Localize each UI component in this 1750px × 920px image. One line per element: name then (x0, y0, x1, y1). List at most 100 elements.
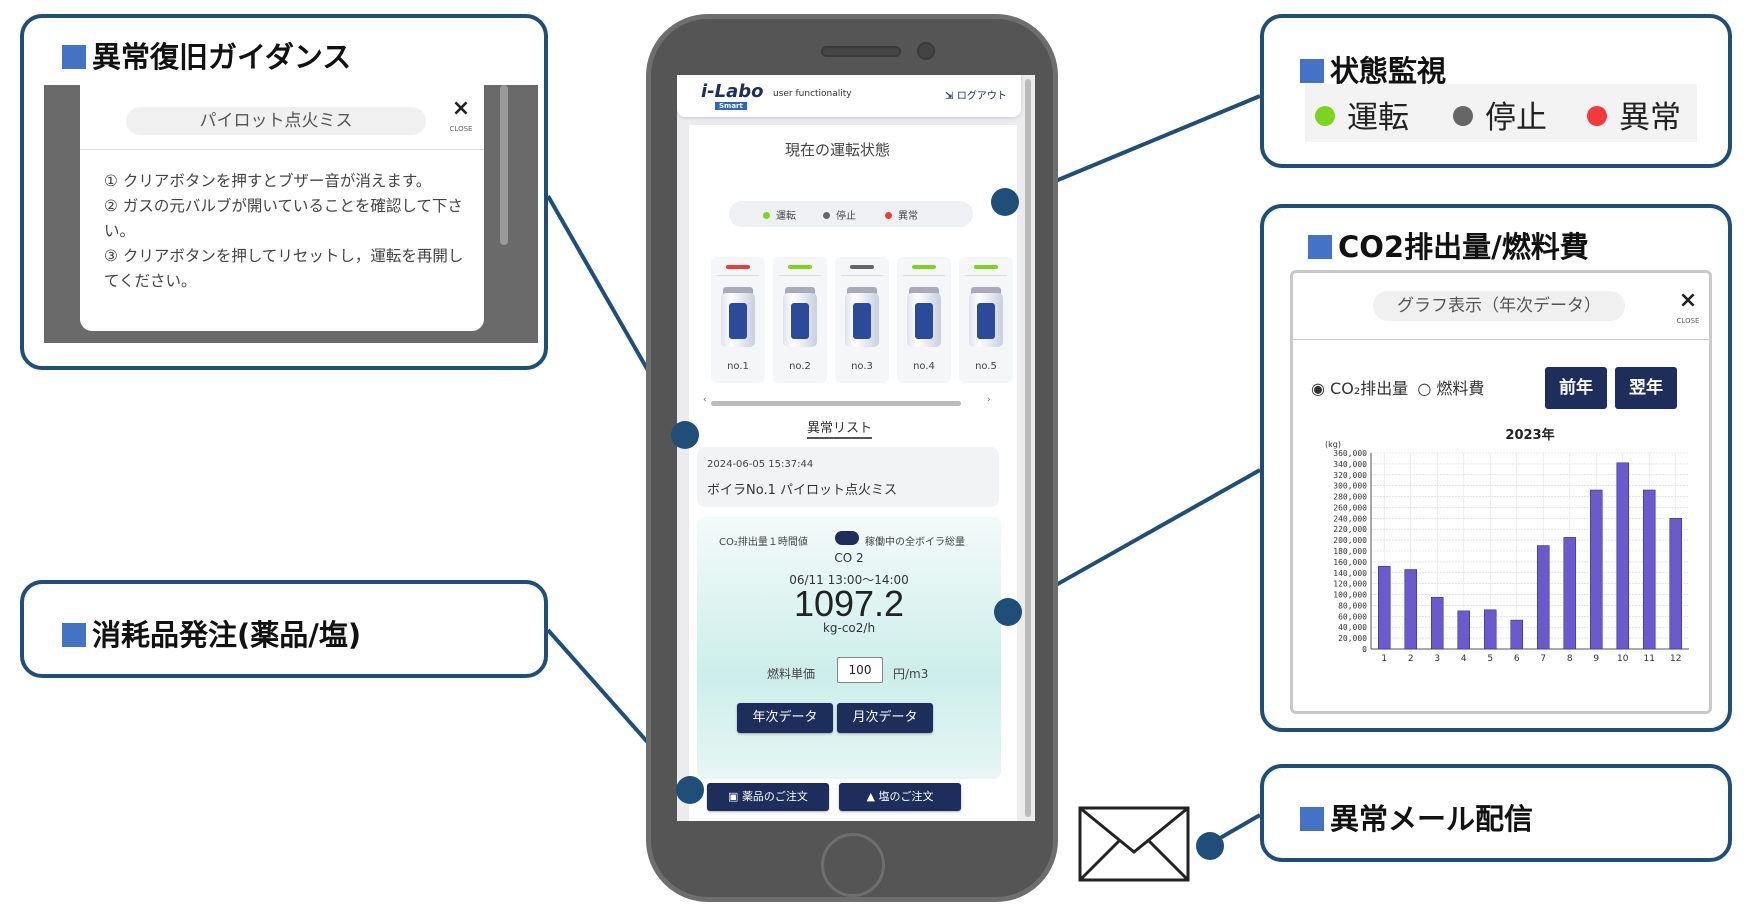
envelope-icon (1078, 806, 1190, 882)
prev-year-button[interactable]: 前年 (1545, 367, 1607, 409)
bar-month-6 (1510, 619, 1524, 650)
header-tagline: user functionality (773, 89, 852, 99)
alarm-timestamp: 2024-06-05 15:37:44 (707, 459, 814, 470)
co2-bar-chart: 2023年(kg)020,00040,00060,00080,000100,00… (1325, 427, 1689, 664)
logout-link[interactable]: ⇲ ログアウト (945, 91, 1007, 102)
status-title: 現在の運転状態 (785, 141, 891, 159)
x-tick-label: 2 (1408, 654, 1414, 664)
boiler-name: no.2 (789, 361, 811, 372)
x-tick-label: 1 (1381, 654, 1387, 664)
y-tick-label: 280,000 (1333, 493, 1367, 502)
fuel-radio[interactable]: ○ 燃料費 (1417, 379, 1485, 398)
bar-month-9 (1589, 489, 1603, 650)
co2-unit: kg-co2/h (822, 621, 876, 635)
boiler-icon (785, 287, 815, 297)
boiler-card-5[interactable]: no.5 (959, 257, 1013, 383)
boiler-status-bar (788, 265, 812, 269)
guidance-callout: 異常復旧ガイダンス パイロット点火ミス × CLOSE ① クリアボタンを押すと… (20, 14, 548, 370)
order-chemicals-button[interactable]: ▣ 薬品のご注文 (707, 783, 829, 811)
co2-hourly-caption: CO₂排出量１時間値 (719, 537, 808, 548)
x-tick-label: 5 (1487, 654, 1493, 664)
consumables-callout-title: 消耗品発注(薬品/塩) (62, 612, 361, 654)
boiler-image (907, 293, 941, 347)
connector-dot-mail (1196, 832, 1224, 860)
y-tick-label: 300,000 (1333, 482, 1367, 491)
boiler-card-3[interactable]: no.3 (835, 257, 889, 383)
boiler-name: no.1 (727, 361, 749, 372)
guidance-step-3: ③ クリアボタンを押してリセットし，運転を再開してください。 (104, 247, 464, 290)
annual-data-button[interactable]: 年次データ (737, 703, 833, 733)
co2-card: CO₂排出量１時間値 稼働中の全ボイラ総量 CO 2 06/11 13:00〜1… (697, 517, 1001, 779)
bar-month-4 (1457, 610, 1471, 650)
monthly-data-button[interactable]: 月次データ (837, 703, 933, 733)
connector-dot-status (991, 188, 1019, 216)
legend-stopped: 停止 (823, 207, 856, 222)
bar-month-1 (1377, 565, 1391, 650)
running-dot-icon (1315, 106, 1335, 126)
app-header: i-Labo Smart user functionality ⇲ ログアウト (677, 75, 1021, 117)
x-tick-label: 6 (1514, 654, 1520, 664)
order-salt-button[interactable]: ▲ 塩のご注文 (839, 783, 961, 811)
bar-month-5 (1483, 609, 1497, 650)
bar-month-10 (1616, 462, 1630, 650)
graph-modal-title: グラフ表示（年次データ） (1373, 291, 1625, 321)
y-tick-label: 180,000 (1333, 547, 1367, 556)
y-tick-label: 240,000 (1333, 514, 1367, 523)
bar-month-7 (1536, 545, 1550, 650)
co2-radio[interactable]: ◉ CO₂排出量 (1311, 379, 1409, 398)
guidance-steps: ① クリアボタンを押すとブザー音が消えます。 ② ガスの元バルブが開いていること… (104, 169, 464, 294)
y-tick-label: 60,000 (1338, 612, 1367, 621)
legend-error: 異常 (885, 207, 918, 222)
close-label: CLOSE (1676, 317, 1700, 325)
alarm-list-item[interactable]: 2024-06-05 15:37:44 ボイラNo.1 パイロット点火ミス (697, 447, 999, 507)
y-tick-label: 100,000 (1333, 591, 1367, 600)
guidance-scrollbar[interactable] (500, 85, 508, 245)
status-legend-error: 異常 (1587, 92, 1681, 137)
scroll-right-icon[interactable]: › (987, 395, 991, 405)
alarm-list-title[interactable]: 異常リスト (807, 417, 873, 439)
bar-month-11 (1642, 489, 1656, 650)
x-tick-label: 10 (1617, 654, 1629, 664)
legend-running: 運転 (763, 207, 796, 222)
guidance-callout-title: 異常復旧ガイダンス (62, 34, 351, 76)
boiler-card-1[interactable]: no.1 (711, 257, 765, 383)
boiler-icon (847, 287, 877, 297)
co2-value: 1097.2 (793, 583, 905, 624)
guidance-close-button[interactable]: × CLOSE (446, 96, 476, 139)
error-dot-icon (1587, 106, 1607, 126)
y-tick-label: 0 (1362, 645, 1367, 654)
y-tick-label: 340,000 (1333, 460, 1367, 469)
guidance-step-2: ② ガスの元バルブが開いていることを確認して下さい。 (104, 197, 463, 240)
x-tick-label: 12 (1670, 654, 1681, 664)
status-legend: 運転 停止 異常 (1305, 84, 1697, 142)
guidance-modal-title: パイロット点火ミス (126, 107, 426, 135)
y-tick-label: 220,000 (1333, 525, 1367, 534)
y-tick-label: 360,000 (1333, 449, 1367, 458)
boiler-status-bar (726, 265, 750, 269)
co2-total-caption: 稼働中の全ボイラ総量 (865, 537, 965, 548)
y-tick-label: 320,000 (1333, 471, 1367, 480)
phone-home-button[interactable] (821, 833, 885, 897)
fuel-price-unit: 円/m3 (893, 667, 929, 681)
graph-modal: グラフ表示（年次データ） × CLOSE ◉ CO₂排出量 ○ 燃料費 前年 翌… (1290, 270, 1712, 714)
status-callout-title: 状態監視 (1300, 48, 1446, 90)
boiler-image (845, 293, 879, 347)
status-legend-stopped: 停止 (1453, 92, 1547, 137)
fuel-price-input[interactable]: 100 (837, 657, 883, 683)
boiler-image (721, 293, 755, 347)
connector-dot-alarm (671, 421, 699, 449)
next-year-button[interactable]: 翌年 (1615, 367, 1677, 409)
boiler-card-2[interactable]: no.2 (773, 257, 827, 383)
boiler-status-bar (974, 265, 998, 269)
y-tick-label: 200,000 (1333, 536, 1367, 545)
boiler-icon (909, 287, 939, 297)
scroll-left-icon[interactable]: ‹ (703, 395, 707, 405)
graph-close-button[interactable]: × CLOSE (1673, 290, 1703, 331)
close-icon: × (451, 96, 471, 121)
boiler-card-4[interactable]: no.4 (897, 257, 951, 383)
screen-scrollbar[interactable] (1025, 79, 1031, 817)
y-tick-label: 40,000 (1338, 623, 1367, 632)
boiler-horizontal-scrollbar[interactable] (711, 401, 961, 406)
salt-pile-icon: ▲ (866, 790, 879, 803)
